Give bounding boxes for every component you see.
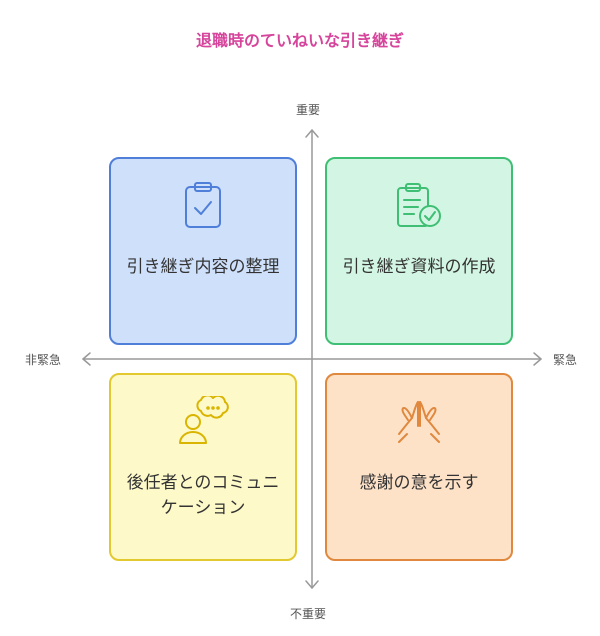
quadrant-label: 引き継ぎ内容の整理	[126, 257, 280, 277]
quadrant-label: 引き継ぎ資料の作成	[342, 257, 496, 277]
quadrant-top-right: 引き継ぎ資料の作成	[325, 157, 513, 345]
clipboard-check-icon	[111, 181, 295, 229]
axis-label-right: 緊急	[553, 353, 578, 367]
quadrant-top-left: 引き継ぎ内容の整理	[109, 157, 297, 345]
arrow-right-icon	[533, 352, 542, 366]
diagram-title: 退職時のていねいな引き継ぎ	[195, 31, 404, 50]
arrow-up-icon	[305, 129, 319, 138]
arrow-left-icon	[82, 352, 91, 366]
speaking-person-icon	[111, 396, 295, 445]
axis-label-top: 重要	[296, 103, 321, 117]
document-check-icon	[327, 181, 511, 229]
axis-label-bottom: 不重要	[290, 607, 327, 621]
quadrant-label: 感謝の意を示す	[359, 473, 479, 493]
quadrant-label: 後任者とのコミュニケーション	[126, 473, 280, 518]
quadrant-bottom-right: 感謝の意を示す	[325, 373, 513, 561]
quadrant-bottom-left: 後任者とのコミュニケーション	[109, 373, 297, 561]
axis-label-left: 非緊急	[25, 353, 62, 367]
praying-hands-icon	[327, 397, 511, 445]
arrow-down-icon	[305, 580, 319, 589]
